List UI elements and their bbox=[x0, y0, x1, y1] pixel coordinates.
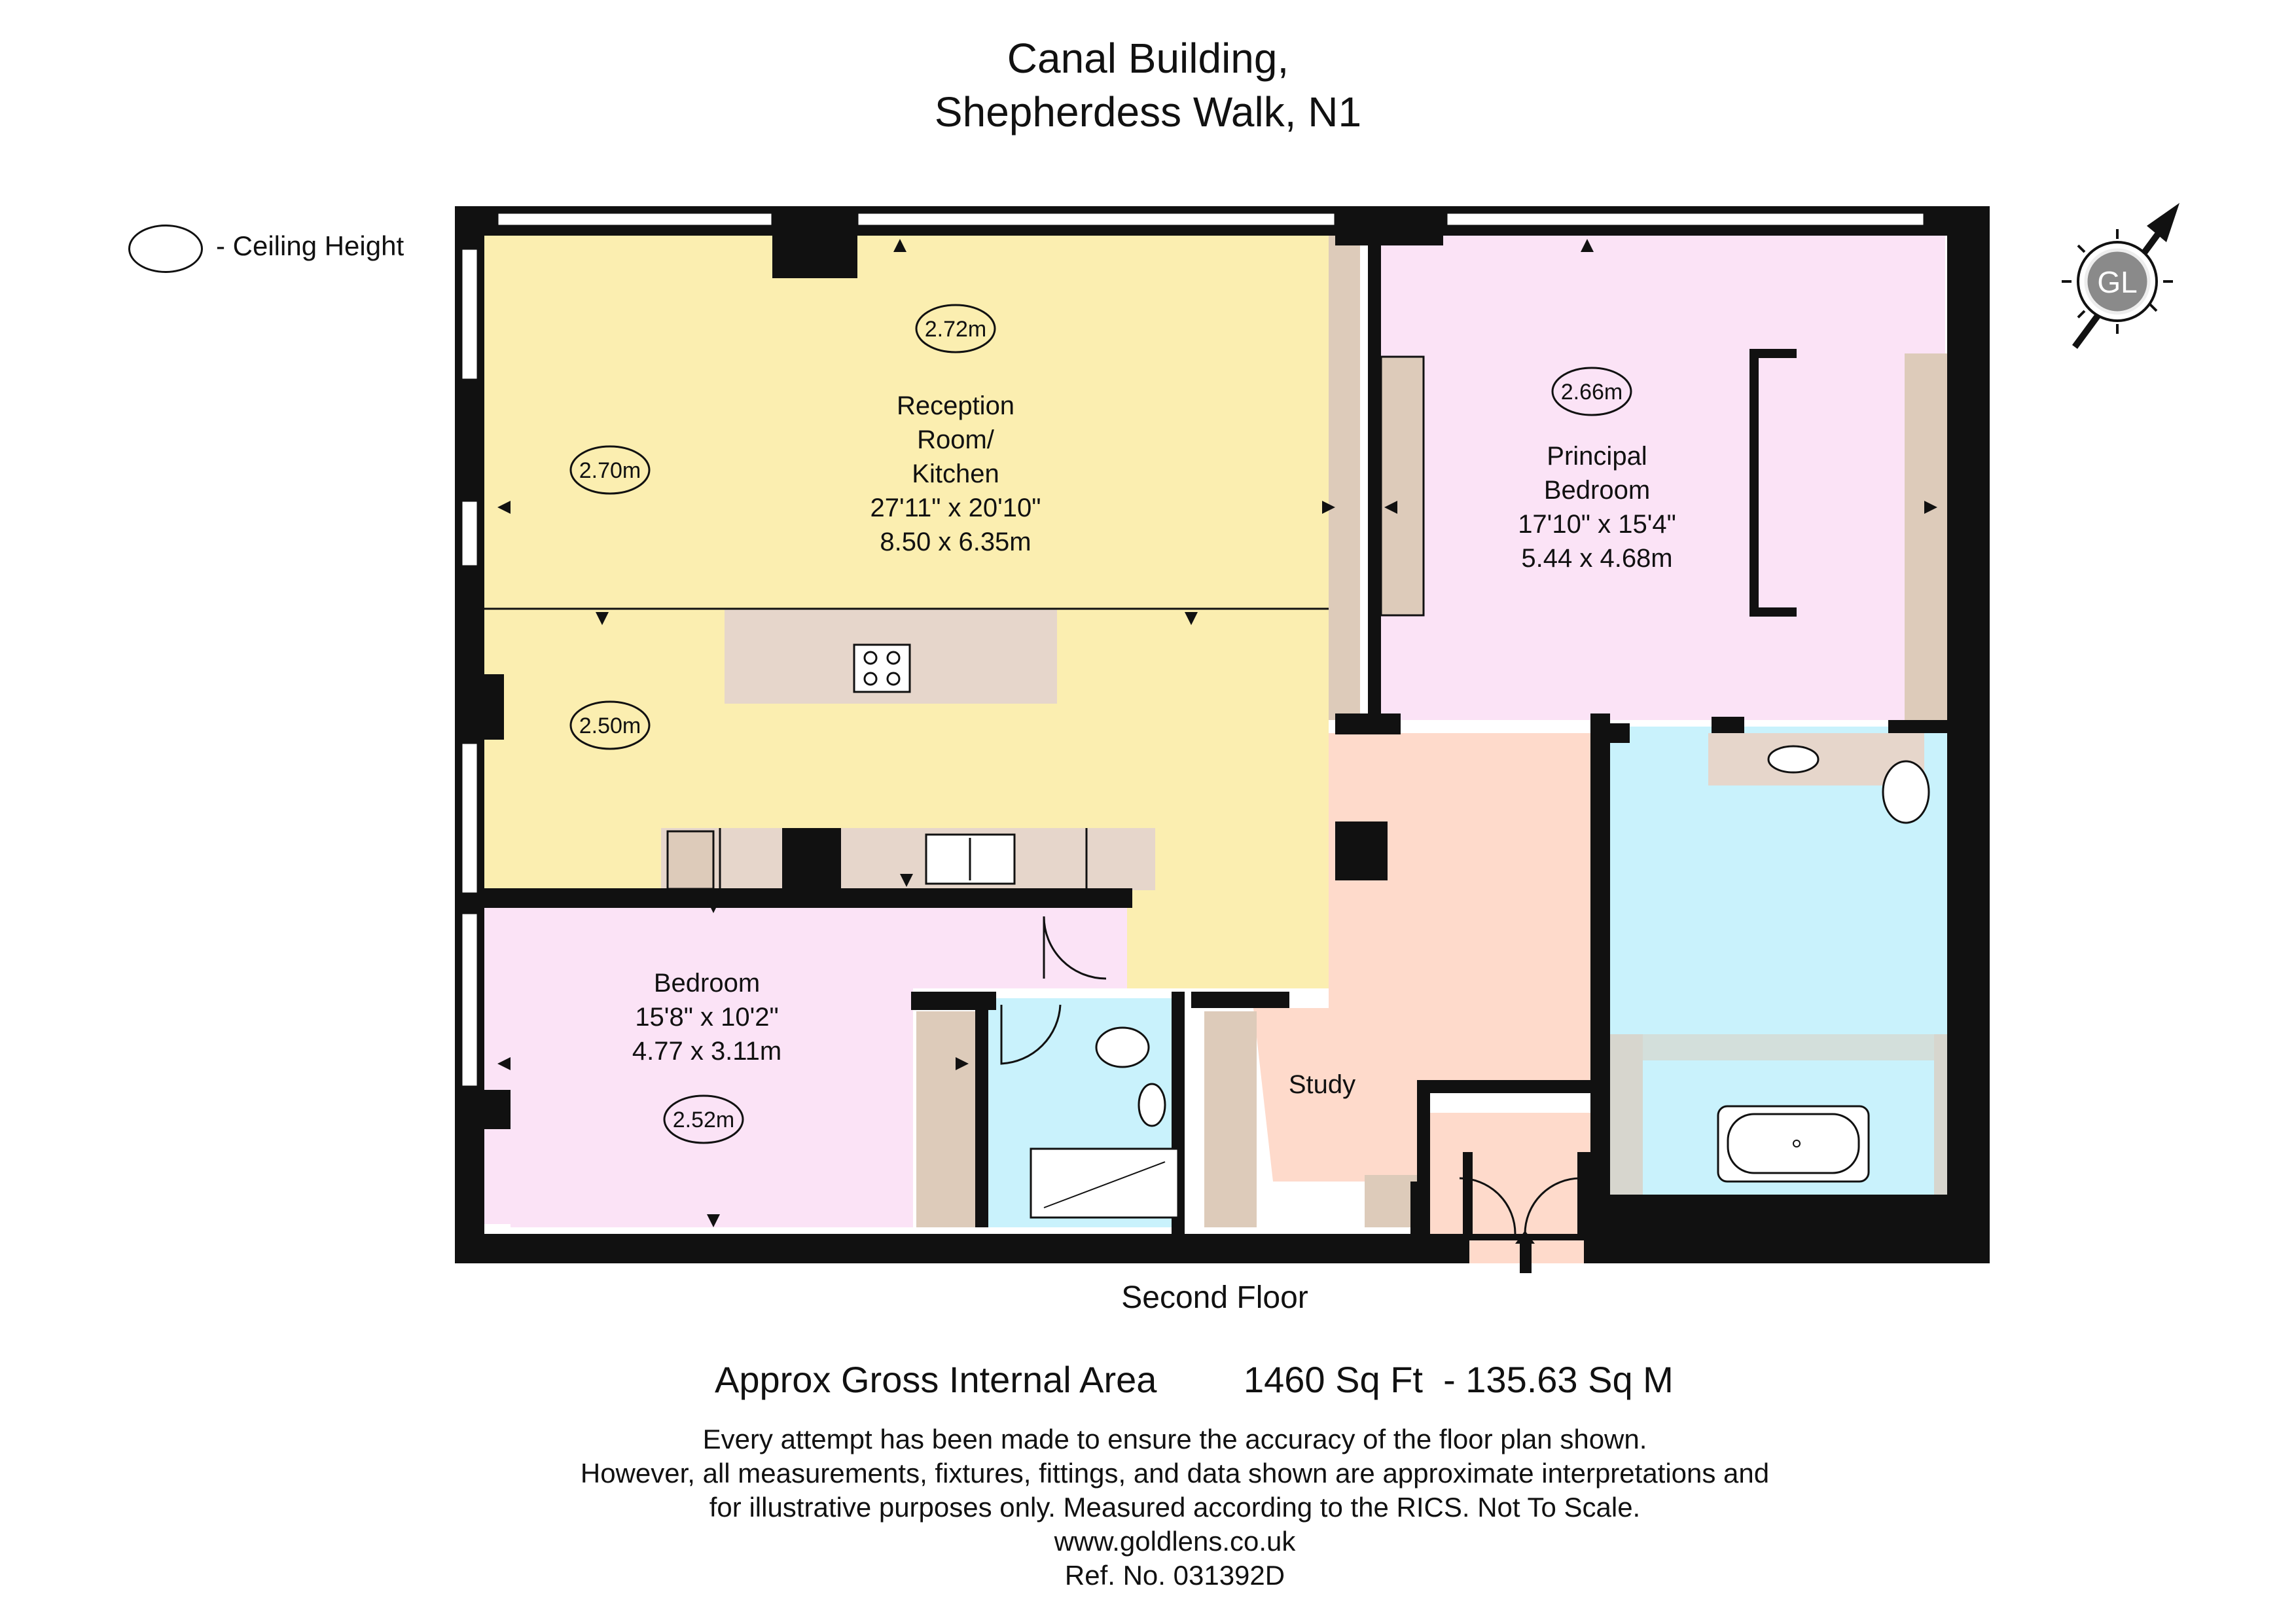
wardrobe-doors-icon bbox=[1380, 355, 1425, 617]
bathroom-shower-bath-icon bbox=[1030, 1147, 1179, 1219]
ceiling-height-kitchen: 2.50m bbox=[579, 713, 641, 738]
principal-label-2: Bedroom bbox=[1544, 476, 1650, 505]
hall-fill bbox=[1427, 1113, 1597, 1257]
bathroom-wc-icon bbox=[1095, 1026, 1150, 1068]
reception-label-2: Room/ bbox=[917, 425, 995, 454]
disclaimer-line-3: for illustrative purposes only. Measured… bbox=[709, 1492, 1641, 1523]
website-link[interactable]: www.goldlens.co.uk bbox=[1054, 1526, 1296, 1557]
ceiling-height-reception-west: 2.70m bbox=[579, 458, 641, 483]
compass-icon: GL bbox=[2062, 203, 2179, 349]
principal-label-1: Principal bbox=[1547, 442, 1647, 471]
ensuite-bench bbox=[1610, 1034, 1643, 1195]
ceiling-height-legend-label: - Ceiling Height bbox=[216, 230, 404, 261]
study-label: Study bbox=[1289, 1070, 1355, 1099]
disclaimer-line-1: Every attempt has been made to ensure th… bbox=[702, 1424, 1647, 1454]
windows bbox=[460, 211, 1926, 1263]
reception-dim-metric: 8.50 x 6.35m bbox=[880, 528, 1031, 556]
compass-logo: GL bbox=[2097, 265, 2137, 299]
bedroom-dim-metric: 4.77 x 3.11m bbox=[632, 1037, 781, 1066]
area-label: Approx Gross Internal Area bbox=[715, 1359, 1157, 1400]
principal-dim-imperial: 17'10" x 15'4" bbox=[1518, 510, 1676, 539]
ceiling-height-bedroom: 2.52m bbox=[673, 1108, 735, 1132]
disclaimer-line-2: However, all measurements, fixtures, fit… bbox=[580, 1458, 1770, 1489]
wardrobe-reception bbox=[1329, 236, 1360, 720]
reception-dim-imperial: 27'11" x 20'10" bbox=[870, 494, 1041, 522]
room-labels: Reception Room/ Kitchen 27'11" x 20'10" … bbox=[632, 391, 1676, 1099]
ceiling-height-markers: 2.72m 2.70m 2.50m 2.66m 2.52m bbox=[569, 304, 1632, 1144]
ensuite-step bbox=[1643, 1034, 1934, 1060]
wardrobe-principal bbox=[1905, 353, 1950, 720]
bedroom-dim-imperial: 15'8" x 10'2" bbox=[635, 1003, 778, 1032]
bedroom-fill bbox=[484, 903, 1127, 1227]
ensuite-basin-icon bbox=[1767, 745, 1820, 774]
storage-2 bbox=[916, 1011, 978, 1227]
disclaimer: Every attempt has been made to ensure th… bbox=[0, 1422, 2296, 1593]
principal-dim-metric: 5.44 x 4.68m bbox=[1521, 544, 1672, 573]
reception-label-3: Kitchen bbox=[912, 460, 999, 488]
ceiling-height-principal: 2.66m bbox=[1561, 380, 1623, 405]
door-swings bbox=[1000, 916, 1581, 1235]
title-line-1: Canal Building, bbox=[1007, 35, 1289, 82]
title-line-2: Shepherdess Walk, N1 bbox=[934, 88, 1362, 135]
reception-label-1: Reception bbox=[897, 391, 1014, 420]
area-value: 1460 Sq Ft - 135.63 Sq M bbox=[1244, 1359, 1674, 1400]
counter-dividers bbox=[666, 828, 1088, 890]
principal-bedroom-fill bbox=[1374, 236, 1945, 720]
reference-number: Ref. No. 031392D bbox=[1064, 1560, 1285, 1591]
ceiling-height-reception: 2.72m bbox=[925, 317, 987, 342]
ensuite-bench-right bbox=[1934, 1034, 1947, 1195]
internal-walls bbox=[484, 206, 1947, 1234]
hob-burners bbox=[863, 651, 901, 686]
floor-label: Second Floor bbox=[1121, 1280, 1308, 1315]
cabinet-door-storage bbox=[1365, 1175, 1417, 1227]
dimension-arrows bbox=[497, 239, 1937, 1273]
hob-icon bbox=[853, 643, 911, 693]
bed-headboard-icon bbox=[1749, 349, 1797, 617]
bathroom-basin-icon bbox=[1138, 1083, 1166, 1127]
ceiling-height-legend-oval bbox=[128, 225, 203, 273]
bedroom-label: Bedroom bbox=[654, 969, 760, 998]
storage-1 bbox=[1204, 1011, 1257, 1227]
ensuite-wc-icon bbox=[1882, 760, 1930, 824]
